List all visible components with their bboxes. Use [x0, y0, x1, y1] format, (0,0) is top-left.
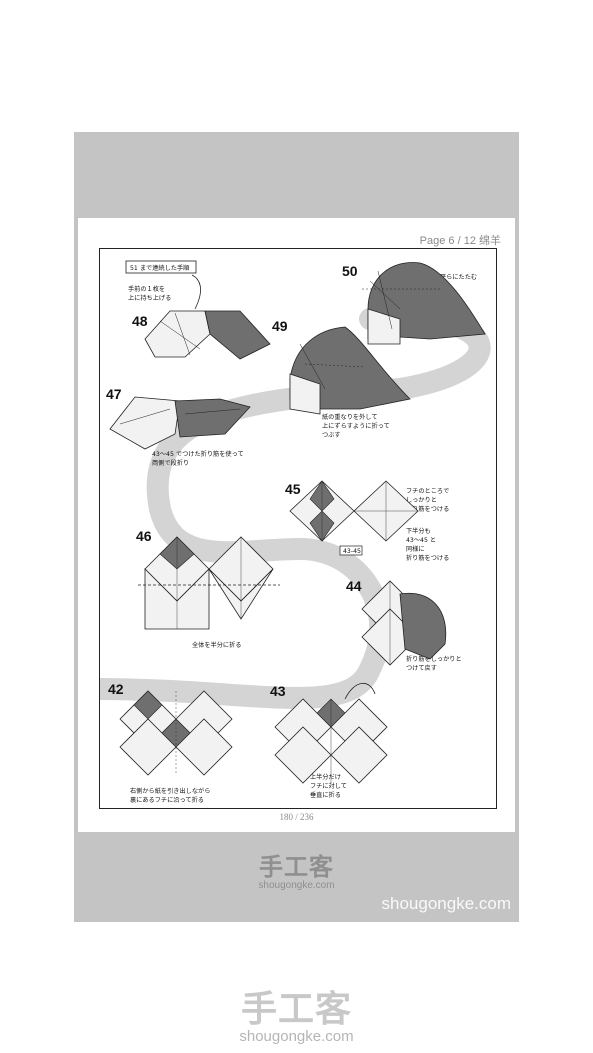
step-48-number: 48	[132, 313, 148, 329]
document-page: Page 6 / 12 绵羊 51 まで連続した手順 48 手前の１枚を 上に持…	[78, 218, 515, 832]
step-42-note-2: 裏にあるフチに沿って折る	[130, 796, 204, 804]
step-45-note-1: フチのところで	[406, 488, 449, 495]
footer-logo: 手工客 shougongke.com	[0, 980, 593, 1045]
step-50-figure	[362, 262, 486, 345]
step-44-figure	[361, 580, 447, 666]
diagram-artwork: 51 まで連続した手順 48 手前の１枚を 上に持ち上げる 50 平らにたたむ	[100, 260, 491, 804]
step-43-note-3: 垂直に折る	[310, 791, 341, 799]
brand-logo: 手工客 shougongke.com	[74, 847, 519, 891]
step-43-note-1: 上半分だけ	[310, 773, 341, 781]
origami-diagram: 51 まで連続した手順 48 手前の１枚を 上に持ち上げる 50 平らにたたむ	[99, 248, 497, 809]
step-43-note-2: フチに対して	[310, 782, 347, 790]
title-box	[125, 260, 197, 274]
step-49-note-1: 紙の重なりを外して	[322, 413, 378, 421]
step-45-note-2: しっかりと	[406, 497, 437, 504]
step-43-number: 43	[270, 683, 286, 699]
step-44-note-4: 折り筋をつける	[406, 554, 449, 562]
footer-logo-cn: 手工客	[240, 989, 352, 1030]
step-49-note-3: つぶす	[322, 432, 341, 439]
step-46-note: 全体を半分に折る	[192, 641, 242, 649]
brand-logo-cn: 手工客	[259, 853, 334, 881]
page-number: 180 / 236	[279, 812, 314, 822]
step-44-note-1: 下半分も	[406, 527, 431, 535]
step-47-figure	[109, 396, 251, 450]
step-48-note-2: 上に持ち上げる	[128, 294, 171, 302]
step-47-number: 47	[106, 386, 122, 402]
step-50-number: 50	[342, 263, 358, 279]
step-49-number: 49	[272, 318, 288, 334]
step-44-number: 44	[346, 578, 362, 594]
step-45-ref-box	[339, 545, 363, 556]
step-44-note2-1: 折り筋をしっかりと	[406, 655, 462, 663]
step-49-figure	[289, 326, 411, 415]
step-43-figure	[274, 682, 388, 784]
step-47-note-1: 43〜45 でつけた折り筋を使って	[152, 450, 244, 458]
step-45-number: 45	[285, 481, 301, 497]
step-45-figure	[289, 480, 419, 542]
step-42-number: 42	[108, 681, 124, 697]
step-42-note-1: 右側から紙を引き出しながら	[130, 787, 210, 795]
step-48-note-1: 手前の１枚を	[128, 285, 165, 293]
footer-logo-en: shougongke.com	[239, 1028, 354, 1045]
document-viewer: Page 6 / 12 绵羊 51 まで連続した手順 48 手前の１枚を 上に持…	[74, 132, 519, 922]
step-44-note-3: 同様に	[406, 545, 425, 553]
step-42-figure	[119, 690, 233, 776]
step-48-figure	[144, 274, 271, 360]
step-46-number: 46	[136, 528, 152, 544]
step-46-figure	[138, 536, 280, 630]
step-44-note-2: 43〜45 と	[406, 537, 436, 544]
watermark: shougongke.com	[381, 894, 511, 913]
title-box-text: 51 まで連続した手順	[130, 264, 190, 272]
step-45-note-3: 折り筋をつける	[406, 505, 449, 513]
step-49-note-2: 上にずらすように折って	[322, 422, 390, 430]
step-47-note-2: 両側で段折り	[152, 459, 189, 467]
step-50-note: 平らにたたむ	[440, 274, 477, 281]
step-44-note2-2: つけて戻す	[406, 664, 437, 672]
step-45-ref-text: 43-45	[343, 548, 361, 555]
brand-logo-en: shougongke.com	[258, 880, 335, 891]
page-header: Page 6 / 12 绵羊	[419, 235, 501, 247]
